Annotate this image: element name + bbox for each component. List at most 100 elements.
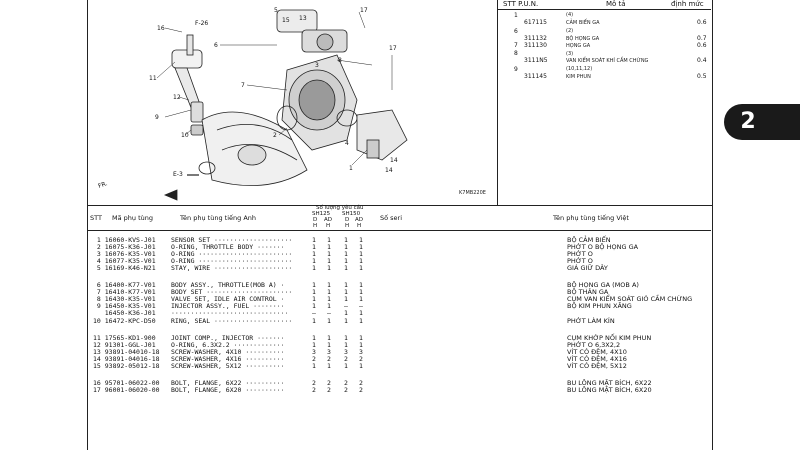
table-row-qty: 2 — [312, 355, 316, 363]
table-row-ref: 3 16076-K35-V01 — [93, 250, 156, 258]
table-row-qty: 1 — [312, 250, 316, 258]
callout-17a: 17 — [360, 7, 368, 14]
table-row-qty: 1 — [327, 236, 331, 244]
table-row-name-vn: BỘ THÂN GA — [567, 288, 609, 296]
callout-14b: 14 — [385, 167, 393, 174]
table-row-qty: 1 — [359, 317, 363, 325]
throttle-body-illustration: 16 F-26 11 12 9 10 6 7 2 13 15 5 3 8 17 … — [97, 7, 408, 201]
callout-7: 7 — [241, 82, 245, 89]
table-row-qty: 1 — [312, 334, 316, 342]
table-row-qty: 1 — [312, 341, 316, 349]
col-sub-d: D — [345, 217, 350, 223]
table-row-name-en: BODY ASSY., THROTTLE(MOB A) · — [171, 281, 285, 289]
col-sub-ad: AD — [355, 217, 363, 223]
table-row-qty: 1 — [359, 264, 363, 272]
quick-ref-rate: 0.7 — [697, 35, 707, 42]
quick-ref-rate: 0.6 — [697, 19, 707, 26]
table-row-ref: 2 16075-K36-J01 — [93, 243, 156, 251]
table-row-qty: 1 — [327, 243, 331, 251]
table-row-qty: 3 — [312, 348, 316, 356]
table-row-qty: 1 — [344, 295, 348, 303]
table-row-qty: 1 — [327, 295, 331, 303]
quick-ref-pn: 311145 — [524, 73, 547, 80]
table-row-ref: 16 95701-06022-00 — [93, 379, 160, 387]
quick-ref-divider — [497, 9, 711, 10]
table-row-qty: 1 — [359, 236, 363, 244]
quick-ref-stt: 1 — [514, 12, 518, 19]
table-row-qty: 2 — [359, 386, 363, 394]
table-row-name-vn: CỤM KHỚP NỐI KIM PHUN — [567, 334, 652, 342]
col-sub-h: H — [357, 223, 362, 229]
quick-ref-desc: CẢM BIẾN GA — [566, 20, 600, 26]
quick-ref-rate: 0.6 — [697, 42, 707, 49]
table-row-name-vn: BỘ KIM PHUN XĂNG — [567, 302, 632, 310]
table-row-name-vn: PHỚT LÀM KÍN — [567, 317, 615, 325]
table-row-name-vn: PHỚT O BỘ HỌNG GA — [567, 243, 639, 251]
table-row-name-en: VALVE SET, IDLE AIR CONTROL · — [171, 295, 285, 303]
table-row-name-vn: BỘ HỌNG GA (MOB A) — [567, 281, 639, 289]
table-row-ref: 13 93891-04010-18 — [93, 348, 160, 356]
table-row-ref: 16450-K36-J01 — [93, 309, 156, 317]
quick-ref-stt: 7 — [514, 42, 518, 49]
table-row-qty: 2 — [359, 379, 363, 387]
table-row-ref: 6 16400-K77-V01 — [93, 281, 156, 289]
table-row-qty: – — [344, 302, 348, 310]
col-sub-h: H — [313, 223, 318, 229]
table-row-name-vn: PHỚT O — [567, 250, 593, 258]
callout-16: 16 — [157, 25, 165, 32]
quick-ref-rate: 0.4 — [697, 57, 707, 64]
table-row-qty: 1 — [344, 362, 348, 370]
table-row-qty: 2 — [344, 355, 348, 363]
table-row-name-en: STAY, WIRE ···················· — [171, 264, 293, 272]
table-row-name-en: JOINT COMP., INJECTOR ······· — [171, 334, 285, 342]
table-row-qty: 1 — [344, 243, 348, 251]
quick-ref-sub: (4) — [566, 12, 574, 18]
quick-ref-desc: KIM PHUN — [566, 74, 591, 80]
table-row-name-en: RING, SEAL ···················· — [171, 317, 293, 325]
col-sub-h: H — [326, 223, 331, 229]
table-row-ref: 10 16472-KPC-D50 — [93, 317, 156, 325]
table-row-qty: 1 — [344, 236, 348, 244]
table-row-qty: – — [312, 309, 316, 317]
callout-15: 15 — [282, 17, 290, 24]
table-row-qty: 1 — [327, 288, 331, 296]
table-row-qty: 1 — [359, 295, 363, 303]
table-row-ref: 11 17565-KD1-900 — [93, 334, 156, 342]
table-row-qty: 1 — [344, 257, 348, 265]
callout-3: 3 — [315, 62, 319, 69]
table-row-name-en: SCREW-WASHER, 4X16 ·········· — [171, 355, 285, 363]
table-row-qty: 1 — [312, 243, 316, 251]
table-row-qty: – — [327, 309, 331, 317]
table-row-ref: 15 93892-05012-18 — [93, 362, 160, 370]
table-row-qty: 2 — [312, 379, 316, 387]
table-row-name-vn: BU LÔNG MẶT BÍCH, 6X22 — [567, 379, 652, 387]
callout-f26: F-26 — [195, 20, 208, 27]
table-row-qty: 2 — [327, 386, 331, 394]
table-row-qty: 1 — [359, 243, 363, 251]
col-sub-h: H — [345, 223, 350, 229]
quick-ref-stt: 8 — [514, 50, 518, 57]
quick-ref-header-right: định mức — [671, 0, 704, 8]
table-row-qty: 1 — [327, 302, 331, 310]
table-row-name-vn: PHỚT O 6,3X2,2 — [567, 341, 621, 349]
callout-fr: FR. — [97, 180, 108, 190]
table-row-qty: 1 — [327, 250, 331, 258]
table-row-qty: 2 — [359, 355, 363, 363]
table-row-qty: 1 — [344, 334, 348, 342]
table-row-qty: 1 — [344, 309, 348, 317]
table-row-name-vn: CỤM VAN KIỂM SOÁT GIÓ CẦM CHỪNG — [567, 295, 693, 303]
quick-reference-panel — [497, 0, 712, 206]
table-row-qty: 1 — [327, 341, 331, 349]
table-row-qty: 1 — [312, 288, 316, 296]
table-row-qty: 1 — [359, 288, 363, 296]
table-row-name-en: SCREW-WASHER, 4X10 ·········· — [171, 348, 285, 356]
quick-ref-sub: (10,11,12) — [566, 66, 593, 72]
callout-6: 6 — [214, 42, 218, 49]
chapter-tab[interactable] — [724, 104, 800, 140]
table-row-qty: 1 — [359, 309, 363, 317]
table-row-qty: 1 — [312, 281, 316, 289]
table-row-name-en: INJECTOR ASSY., FUEL ········ — [171, 302, 285, 310]
callout-13: 13 — [299, 15, 307, 22]
callout-labels: 16 F-26 11 12 9 10 6 7 2 13 15 5 3 8 17 … — [97, 7, 398, 190]
chapter-tab-number: 2 — [740, 109, 756, 134]
